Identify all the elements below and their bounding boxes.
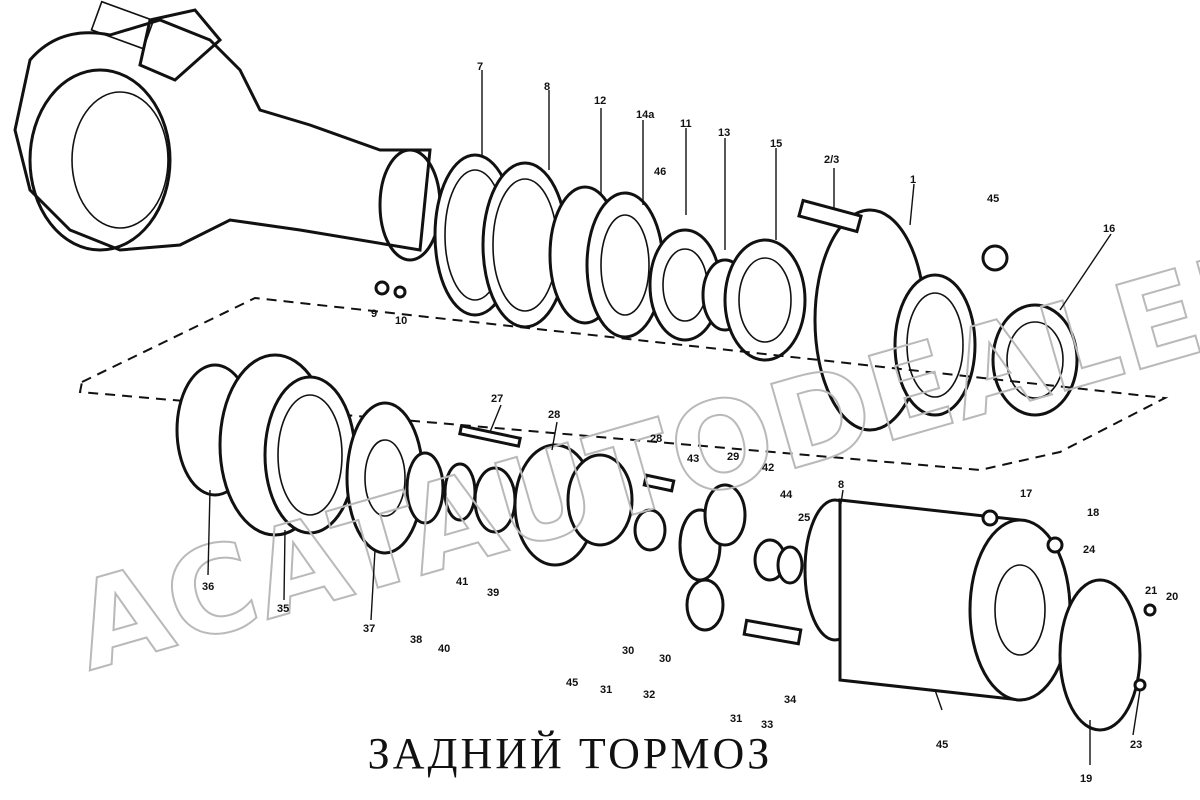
callout-15: 15: [770, 138, 782, 150]
callout-38: 38: [410, 634, 422, 646]
callout-17: 17: [1020, 488, 1032, 500]
callout-13: 13: [718, 127, 730, 139]
callout-45-bottom: 45: [936, 739, 948, 751]
callout-11: 11: [680, 118, 692, 130]
callout-18: 18: [1087, 507, 1099, 519]
upper-hub-assembly: [374, 148, 1079, 432]
callout-35: 35: [277, 603, 289, 615]
callout-28b: 28: [650, 433, 662, 445]
callout-34: 34: [784, 694, 797, 706]
callout-46: 46: [654, 166, 666, 178]
callout-20: 20: [1166, 591, 1178, 603]
callout-25: 25: [798, 512, 810, 524]
part-callouts: 7 8 12 14a 11 13 15 2/3 1 45 16 46 9 10 …: [202, 61, 1178, 785]
callout-12: 12: [594, 95, 606, 107]
callout-14a: 14a: [636, 109, 655, 121]
callout-33: 33: [761, 719, 773, 731]
callout-36: 36: [202, 581, 214, 593]
callout-37: 37: [363, 623, 375, 635]
callout-9: 9: [371, 308, 377, 320]
callout-19: 19: [1080, 773, 1092, 785]
callout-43: 43: [687, 453, 699, 465]
assembly-outline: [78, 296, 1169, 472]
callout-41: 41: [456, 576, 468, 588]
callout-31a: 31: [600, 684, 612, 696]
callout-28a: 28: [548, 409, 560, 421]
callout-44: 44: [780, 489, 793, 501]
callout-7: 7: [477, 61, 483, 73]
leader-lines: [207, 70, 1141, 765]
callout-45-mid: 45: [566, 677, 578, 689]
callout-10: 10: [395, 315, 407, 327]
callout-21: 21: [1145, 585, 1157, 597]
callout-8-lower: 8: [838, 479, 844, 491]
lower-planetary-assembly: [175, 353, 1157, 732]
callout-39: 39: [487, 587, 499, 599]
callout-32: 32: [643, 689, 655, 701]
callout-29: 29: [727, 451, 739, 463]
callout-42: 42: [762, 462, 774, 474]
callout-23: 23: [1130, 739, 1142, 751]
callout-1: 1: [910, 174, 916, 186]
callout-30b: 30: [659, 653, 671, 665]
callout-30a: 30: [622, 645, 634, 657]
callout-27: 27: [491, 393, 503, 405]
callout-31b: 31: [730, 713, 742, 725]
callout-40: 40: [438, 643, 450, 655]
callout-16: 16: [1103, 223, 1115, 235]
diagram-title: ЗАДНИЙ ТОРМОЗ: [367, 729, 773, 778]
axle-housing: [13, 0, 432, 252]
callout-24: 24: [1083, 544, 1096, 556]
callout-2-3: 2/3: [824, 154, 839, 166]
callout-45-top: 45: [987, 193, 999, 205]
callout-8: 8: [544, 81, 550, 93]
